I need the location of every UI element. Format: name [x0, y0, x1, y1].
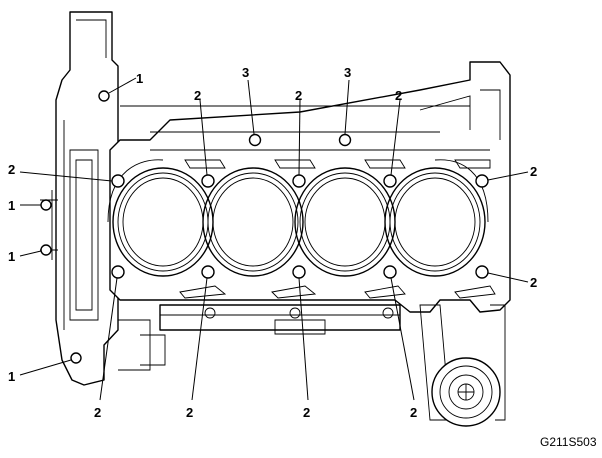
block-body: [109, 61, 511, 371]
callout-1-left-upper: 1: [8, 198, 15, 213]
callout-2-bottom-4: 2: [410, 405, 417, 420]
callout-1-upper: 1: [136, 71, 143, 86]
callout-labels: 1 1 1 1 2 2 2 2 2 2 2 2 2 2 2 2 3 3: [8, 65, 537, 420]
callout-2-right-lower: 2: [530, 275, 537, 290]
callout-1-bottom: 1: [8, 369, 15, 384]
cylinder-bores: [107, 159, 489, 277]
callout-2-top-2: 2: [295, 88, 302, 103]
coolant-slots: [179, 159, 496, 299]
callout-2-bottom-2: 2: [186, 405, 193, 420]
callout-2-right-upper: 2: [530, 164, 537, 179]
figure-id: G211S503: [540, 435, 597, 449]
callout-2-bottom-1: 2: [94, 405, 101, 420]
callout-3-left: 3: [242, 65, 249, 80]
callout-2-top-3: 2: [395, 88, 402, 103]
leader-lines: [19, 77, 529, 401]
left-side-rail: [40, 11, 119, 386]
callout-1-left-lower: 1: [8, 249, 15, 264]
head-bolt-holes: [111, 133, 489, 279]
callout-2-bottom-3: 2: [303, 405, 310, 420]
callout-3-right: 3: [344, 65, 351, 80]
crank-pulley: [419, 304, 506, 427]
callout-2-top-1: 2: [194, 88, 201, 103]
callout-2-left: 2: [8, 162, 15, 177]
